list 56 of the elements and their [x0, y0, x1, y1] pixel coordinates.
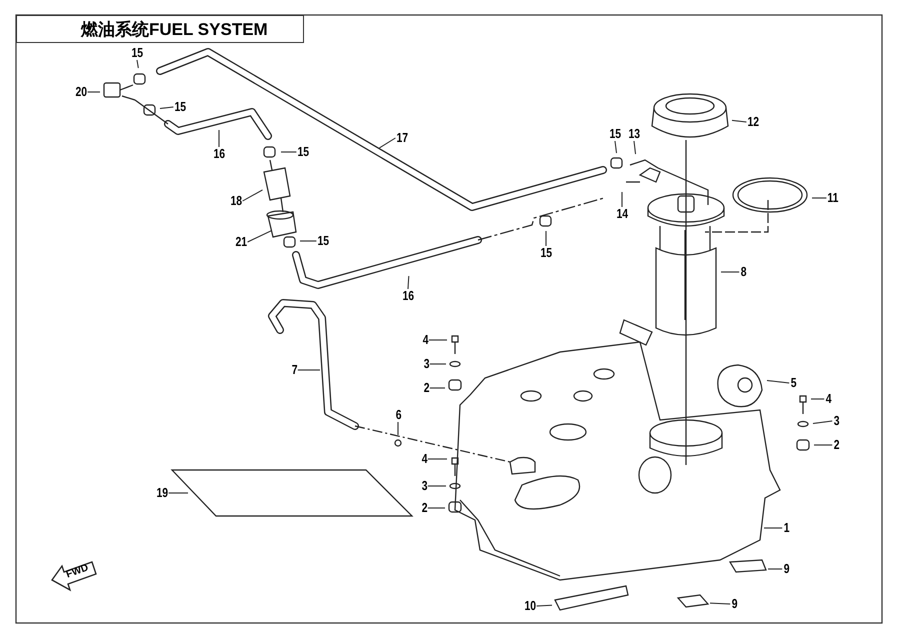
leader-line: [710, 602, 731, 604]
callout-number: 9: [783, 562, 789, 576]
callout-number: 15: [609, 127, 622, 141]
leader-line: [731, 120, 747, 122]
leader-line: [378, 138, 396, 148]
callout-number: 4: [422, 333, 428, 347]
callout-number: 18: [230, 194, 242, 208]
leader-line: [159, 106, 174, 110]
leader-line: [536, 604, 552, 606]
leader-line: [136, 60, 139, 69]
leader-line: [810, 398, 825, 400]
callout-number: 4: [421, 452, 427, 466]
callout-number: 2: [421, 501, 427, 515]
direction-label: FWD: [64, 562, 90, 581]
callout-number: 20: [75, 85, 88, 99]
leader-line: [634, 140, 636, 155]
callout-number: 13: [628, 127, 640, 141]
callout-number: 16: [402, 289, 414, 303]
callout-number: 4: [825, 392, 831, 406]
callout-number: 1: [783, 521, 789, 535]
callout-number: 11: [827, 191, 838, 205]
callout-number: 8: [740, 265, 746, 279]
callout-number: 15: [297, 145, 310, 159]
leader-line: [427, 458, 448, 460]
callout-number: 3: [833, 414, 839, 428]
callout-number: 15: [174, 100, 186, 114]
leader-line: [766, 380, 790, 384]
callout-number: 15: [131, 46, 144, 60]
leader-line: [614, 140, 617, 154]
callout-number: 7: [291, 363, 297, 377]
leader-line: [812, 420, 833, 424]
callout-number: 2: [423, 381, 429, 395]
leader-line: [814, 444, 833, 446]
title: 燃油系统FUEL SYSTEM: [16, 15, 304, 43]
callout-number: 16: [213, 147, 226, 161]
leader-line: [168, 492, 188, 494]
leader-line: [768, 568, 783, 570]
leader-line: [242, 189, 263, 202]
callout-number: 15: [540, 246, 552, 260]
leader-line: [408, 276, 410, 290]
callout-number: 6: [395, 408, 401, 422]
callout-number: 19: [156, 486, 168, 500]
callout-number: 14: [616, 207, 628, 221]
leader-line: [218, 130, 220, 148]
callout-number: 5: [790, 376, 796, 390]
callout-number: 15: [317, 234, 330, 248]
callout-number: 9: [731, 597, 737, 611]
callout-number: 3: [421, 479, 427, 493]
callout-number: 12: [747, 115, 760, 129]
callout-number: 3: [423, 357, 429, 371]
callout-number: 10: [524, 599, 536, 613]
leader-line: [247, 230, 272, 242]
leader-line: [300, 240, 317, 242]
callout-number: 17: [396, 131, 408, 145]
callout-number: 21: [235, 235, 248, 249]
callout-number: 2: [833, 438, 839, 452]
